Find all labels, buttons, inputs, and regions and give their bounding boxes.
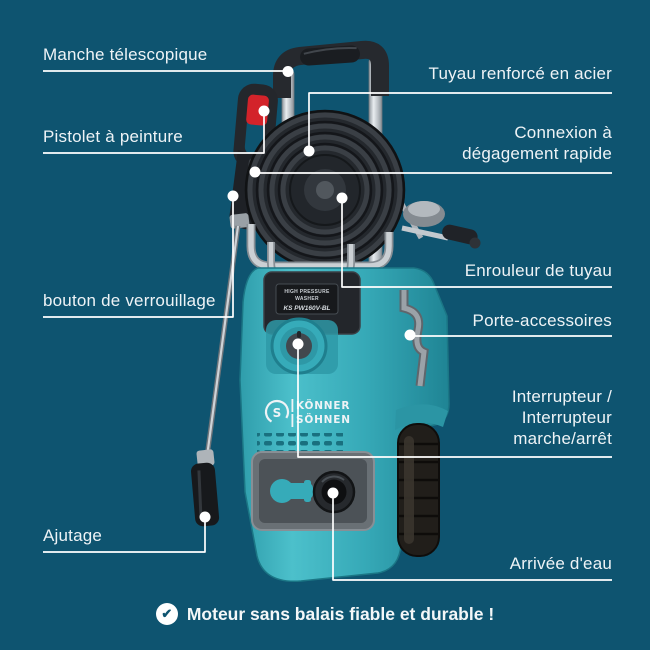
brand-line1: KÖNNER	[296, 398, 350, 412]
callout-line-pistolet-a-peinture	[43, 111, 265, 154]
callout-dot-arrivee-d-eau	[327, 487, 339, 499]
plate-line2: WASHER	[295, 296, 319, 302]
callout-label-porte-accessoires: Porte-accessoires	[472, 311, 612, 330]
callout-label-enrouleur-de-tuyau: Enrouleur de tuyau	[464, 261, 612, 280]
callout-label-pistolet-a-peinture: Pistolet à peinture	[43, 127, 183, 146]
callout-line-arrivee-d-eau	[332, 493, 612, 581]
callout-line-enrouleur-de-tuyau	[341, 198, 612, 288]
callout-dot-enrouleur-de-tuyau	[336, 192, 348, 204]
footer-text: Moteur sans balais fiable et durable !	[186, 603, 495, 624]
accessory-hook	[399, 290, 429, 387]
callout-dot-interrupteur	[292, 338, 304, 350]
footer-tagline: ✔ Moteur sans balais fiable et durable !	[0, 603, 650, 625]
callout-dot-pistolet-a-peinture	[258, 105, 270, 117]
brand-logo: S KÖNNER SÖHNEN	[264, 398, 351, 427]
callout-label-connexion-rapide: Connexion à dégagement rapide	[462, 123, 612, 163]
lance	[191, 225, 241, 527]
hose-reel	[244, 109, 406, 280]
callout-dot-porte-accessoires	[404, 329, 416, 341]
callout-label-tuyau-renforce: Tuyau renforcé en acier	[428, 64, 612, 83]
callout-label-ajutage: Ajutage	[43, 526, 103, 545]
reel-crank-and-cap	[391, 188, 481, 249]
callout-label-bouton-de-verrouillage: bouton de verrouillage	[43, 291, 216, 310]
logo-monogram: S	[273, 406, 282, 420]
brand-line2: SÖHNEN	[296, 412, 351, 426]
callout-line-tuyau-renforce	[308, 92, 612, 151]
check-icon: ✔	[155, 603, 178, 625]
callout-lines	[43, 70, 612, 581]
callout-dot-ajutage	[199, 511, 211, 523]
callout-dots	[199, 66, 416, 523]
machine-body: HIGH PRESSURE WASHER KS PW160V-BL S KÖNN…	[239, 267, 450, 583]
callout-line-ajutage	[43, 517, 206, 553]
plate-model: KS PW160V-BL	[283, 305, 330, 312]
callout-label-interrupteur: Interrupteur / Interrupteur marche/arrêt	[511, 387, 612, 448]
callout-dot-tuyau-renforce	[303, 145, 315, 157]
callout-label-manche-telescopique: Manche télescopique	[43, 45, 208, 64]
callout-line-interrupteur	[297, 344, 612, 458]
callout-dot-bouton-de-verrouillage	[227, 190, 239, 202]
callout-dot-connexion-rapide	[249, 166, 261, 178]
callout-dot-manche-telescopique	[282, 66, 294, 77]
model-plate	[275, 283, 339, 315]
plate-line1: HIGH PRESSURE	[284, 289, 330, 295]
callout-label-arrivee-d-eau: Arrivée d'eau	[509, 554, 612, 573]
callout-line-bouton-de-verrouillage	[43, 196, 234, 318]
